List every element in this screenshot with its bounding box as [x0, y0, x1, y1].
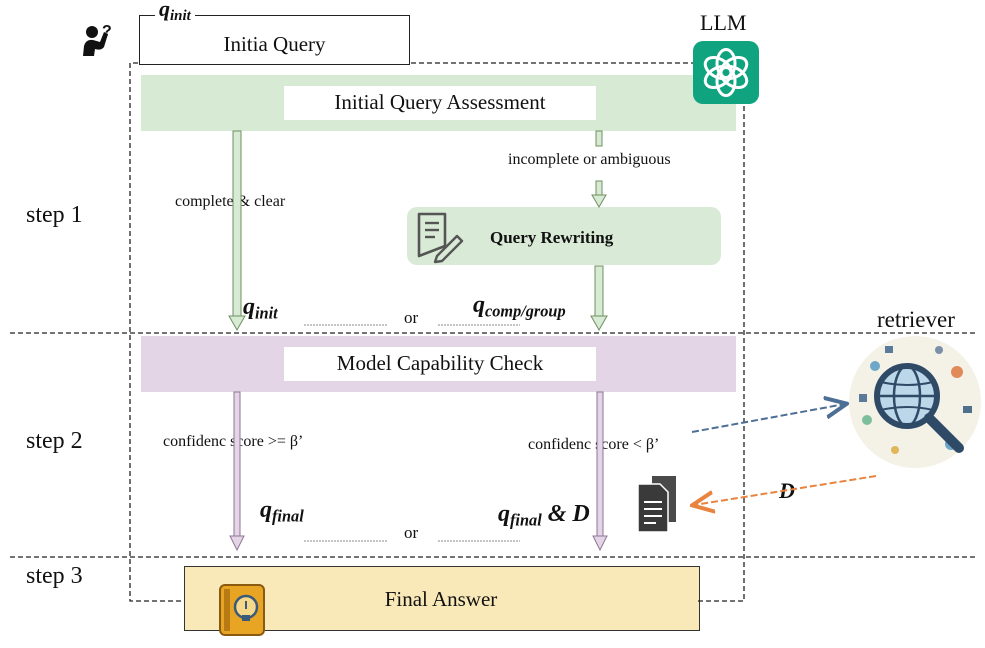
llm-label: LLM: [700, 10, 747, 35]
arrow-to-retriever: [691, 404, 845, 433]
arrow-not-confident: [592, 391, 608, 552]
arrow-incomplete-to-rewriting: [591, 130, 607, 208]
document-edit-icon: [417, 212, 464, 264]
q-comp-group-label: qcomp/group: [473, 292, 566, 321]
step-2-label: step 2: [26, 428, 83, 454]
complete-clear-label: complete & clear: [175, 193, 286, 210]
initial-query-label: Initia Query: [223, 32, 326, 56]
query-rewriting-box: [407, 207, 721, 265]
step-1-label: step 1: [26, 202, 83, 228]
arrow-confident: [229, 391, 245, 552]
user-question-icon: ?: [83, 23, 112, 56]
retriever-label: retriever: [877, 307, 955, 332]
q-final-d-label: qfinal & D: [498, 501, 590, 530]
capability-label: Model Capability Check: [336, 351, 544, 375]
step-3-label: step 3: [26, 563, 83, 589]
lightbulb-book-icon: [219, 584, 265, 636]
svg-text:?: ?: [102, 23, 112, 40]
confidence-ge-label: confidenc score >= β’: [163, 433, 304, 450]
openai-logo-icon: [693, 41, 759, 104]
query-rewriting-label: Query Rewriting: [490, 228, 614, 247]
final-answer-label: Final Answer: [384, 587, 498, 611]
arrow-rewriting-to-check: [590, 265, 608, 332]
assessment-label: Initial Query Assessment: [334, 90, 546, 114]
final-answer-box: [184, 566, 700, 631]
incomplete-ambiguous-label: incomplete or ambiguous: [508, 151, 671, 168]
q-init-label: qinit: [243, 294, 278, 323]
assessment-label-box: [284, 86, 596, 120]
arrow-complete-clear: [228, 130, 246, 332]
documents-icon: [637, 476, 676, 533]
arrow-from-retriever: [694, 475, 877, 505]
or-label-2: or: [404, 523, 419, 542]
q-init-top-label: qinit: [155, 0, 195, 26]
magnifier-globe-icon: [849, 336, 981, 468]
capability-label-box: [284, 347, 596, 381]
or-label-1: or: [404, 308, 419, 327]
confidence-lt-label: confidenc score < β’: [528, 436, 660, 453]
llm-frame: [129, 62, 745, 602]
q-final-left-label: qfinal: [260, 497, 304, 526]
